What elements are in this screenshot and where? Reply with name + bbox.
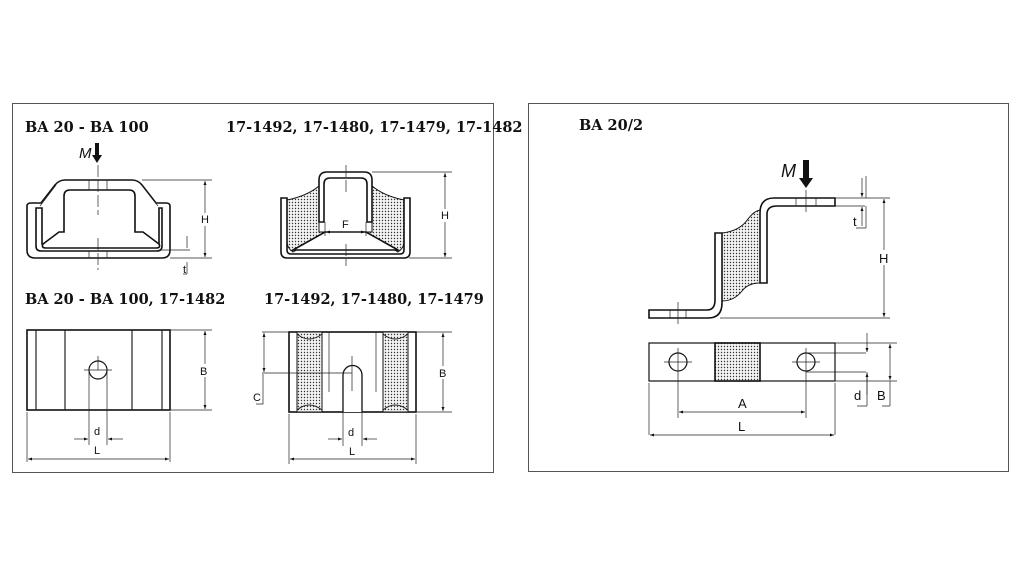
dim-label-d-2: d — [348, 427, 354, 439]
right-panel-frame — [528, 103, 1009, 472]
dim-label-h-3: H — [879, 251, 888, 266]
title-ba20-ba100-top: BA 20 - BA 100, 17-1482 — [25, 291, 225, 308]
load-arrow-icon — [92, 143, 102, 163]
dim-label-c: C — [253, 392, 261, 404]
ba20-front-view: M H t — [26, 143, 212, 276]
ba20-2-side-view: M t H — [648, 160, 891, 324]
dim-label-f: F — [342, 219, 349, 231]
dim-label-a: A — [738, 396, 747, 411]
right-panel: BA 20/2 M t H d B — [528, 103, 1009, 472]
title-17-series-front: 17-1492, 17-1480, 17-1479, 17-1482 — [226, 119, 523, 136]
dim-label-b-3: B — [877, 388, 886, 403]
left-panel: BA 20 - BA 100 17-1492, 17-1480, 17-1479… — [12, 103, 523, 473]
load-label-m-2: M — [781, 161, 796, 181]
ba20-top-view: B d L — [26, 329, 212, 462]
dim-label-t: t — [183, 264, 186, 276]
title-ba20-2: BA 20/2 — [579, 117, 643, 134]
17-series-top-view: C B d L — [253, 331, 452, 464]
dim-label-t-2: t — [853, 214, 857, 229]
dim-label-h-2: H — [441, 210, 449, 222]
dim-label-l-2: L — [349, 446, 355, 458]
dim-label-h: H — [201, 214, 209, 226]
dim-label-d-3: d — [854, 388, 861, 403]
dim-label-l-3: L — [738, 419, 745, 434]
load-arrow-icon-2 — [799, 160, 813, 188]
dim-label-b: B — [200, 366, 207, 378]
load-label-m: M — [79, 145, 92, 162]
title-17-series-top: 17-1492, 17-1480, 17-1479 — [264, 291, 484, 308]
dim-label-d: d — [94, 426, 100, 438]
ba20-2-top-view: d B A L — [648, 333, 897, 437]
17-series-front-view: F H — [280, 165, 452, 266]
dim-label-l: L — [94, 445, 100, 457]
dim-label-b-2: B — [439, 368, 446, 380]
title-ba20-ba100: BA 20 - BA 100 — [25, 119, 149, 136]
